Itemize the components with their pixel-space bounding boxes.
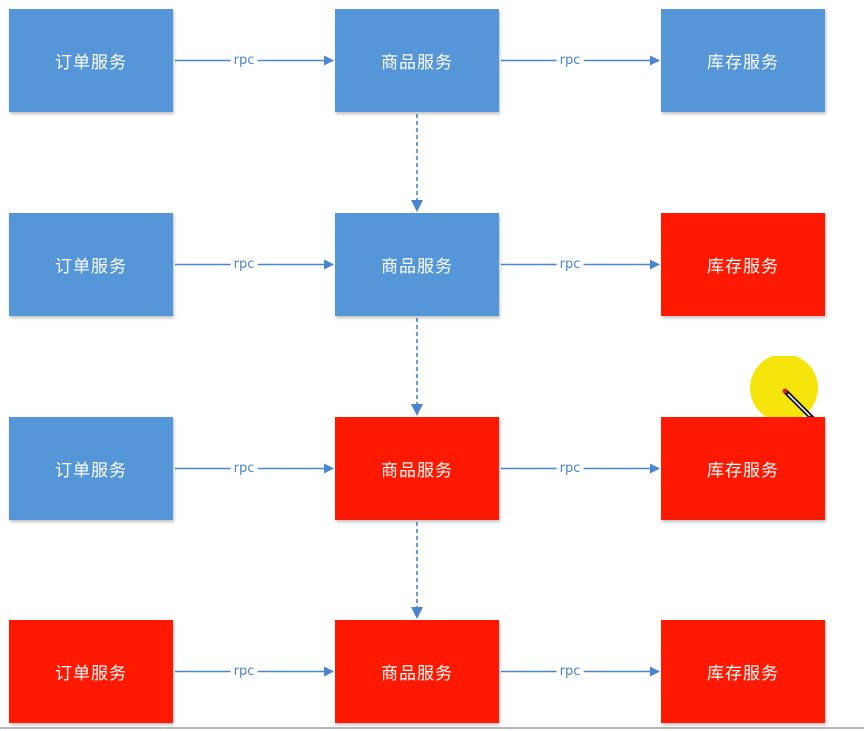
- rpc-label-row-4-1: rpc: [230, 664, 258, 679]
- node-inventory-service-row-2: 库存服务: [661, 213, 825, 316]
- rpc-label-row-1-2: rpc: [556, 53, 584, 68]
- node-product-service-row-1: 商品服务: [335, 9, 499, 112]
- node-product-service-row-4: 商品服务: [335, 620, 499, 723]
- node-product-service-row-2: 商品服务: [335, 213, 499, 316]
- rpc-label-row-2-1: rpc: [230, 257, 258, 272]
- node-order-service-row-1: 订单服务: [9, 9, 173, 112]
- node-order-service-row-2: 订单服务: [9, 213, 173, 316]
- rpc-label-row-3-1: rpc: [230, 461, 258, 476]
- node-inventory-service-row-3: 库存服务: [661, 417, 825, 520]
- node-order-service-row-4: 订单服务: [9, 620, 173, 723]
- node-product-service-row-3: 商品服务: [335, 417, 499, 520]
- node-inventory-service-row-1: 库存服务: [661, 9, 825, 112]
- pen-pointer-icon: [750, 356, 818, 423]
- rpc-label-row-2-2: rpc: [556, 257, 584, 272]
- rpc-label-row-3-2: rpc: [556, 461, 584, 476]
- node-order-service-row-3: 订单服务: [9, 417, 173, 520]
- rpc-label-row-4-2: rpc: [556, 664, 584, 679]
- bottom-divider: [0, 727, 864, 729]
- rpc-label-row-1-1: rpc: [230, 53, 258, 68]
- node-inventory-service-row-4: 库存服务: [661, 620, 825, 723]
